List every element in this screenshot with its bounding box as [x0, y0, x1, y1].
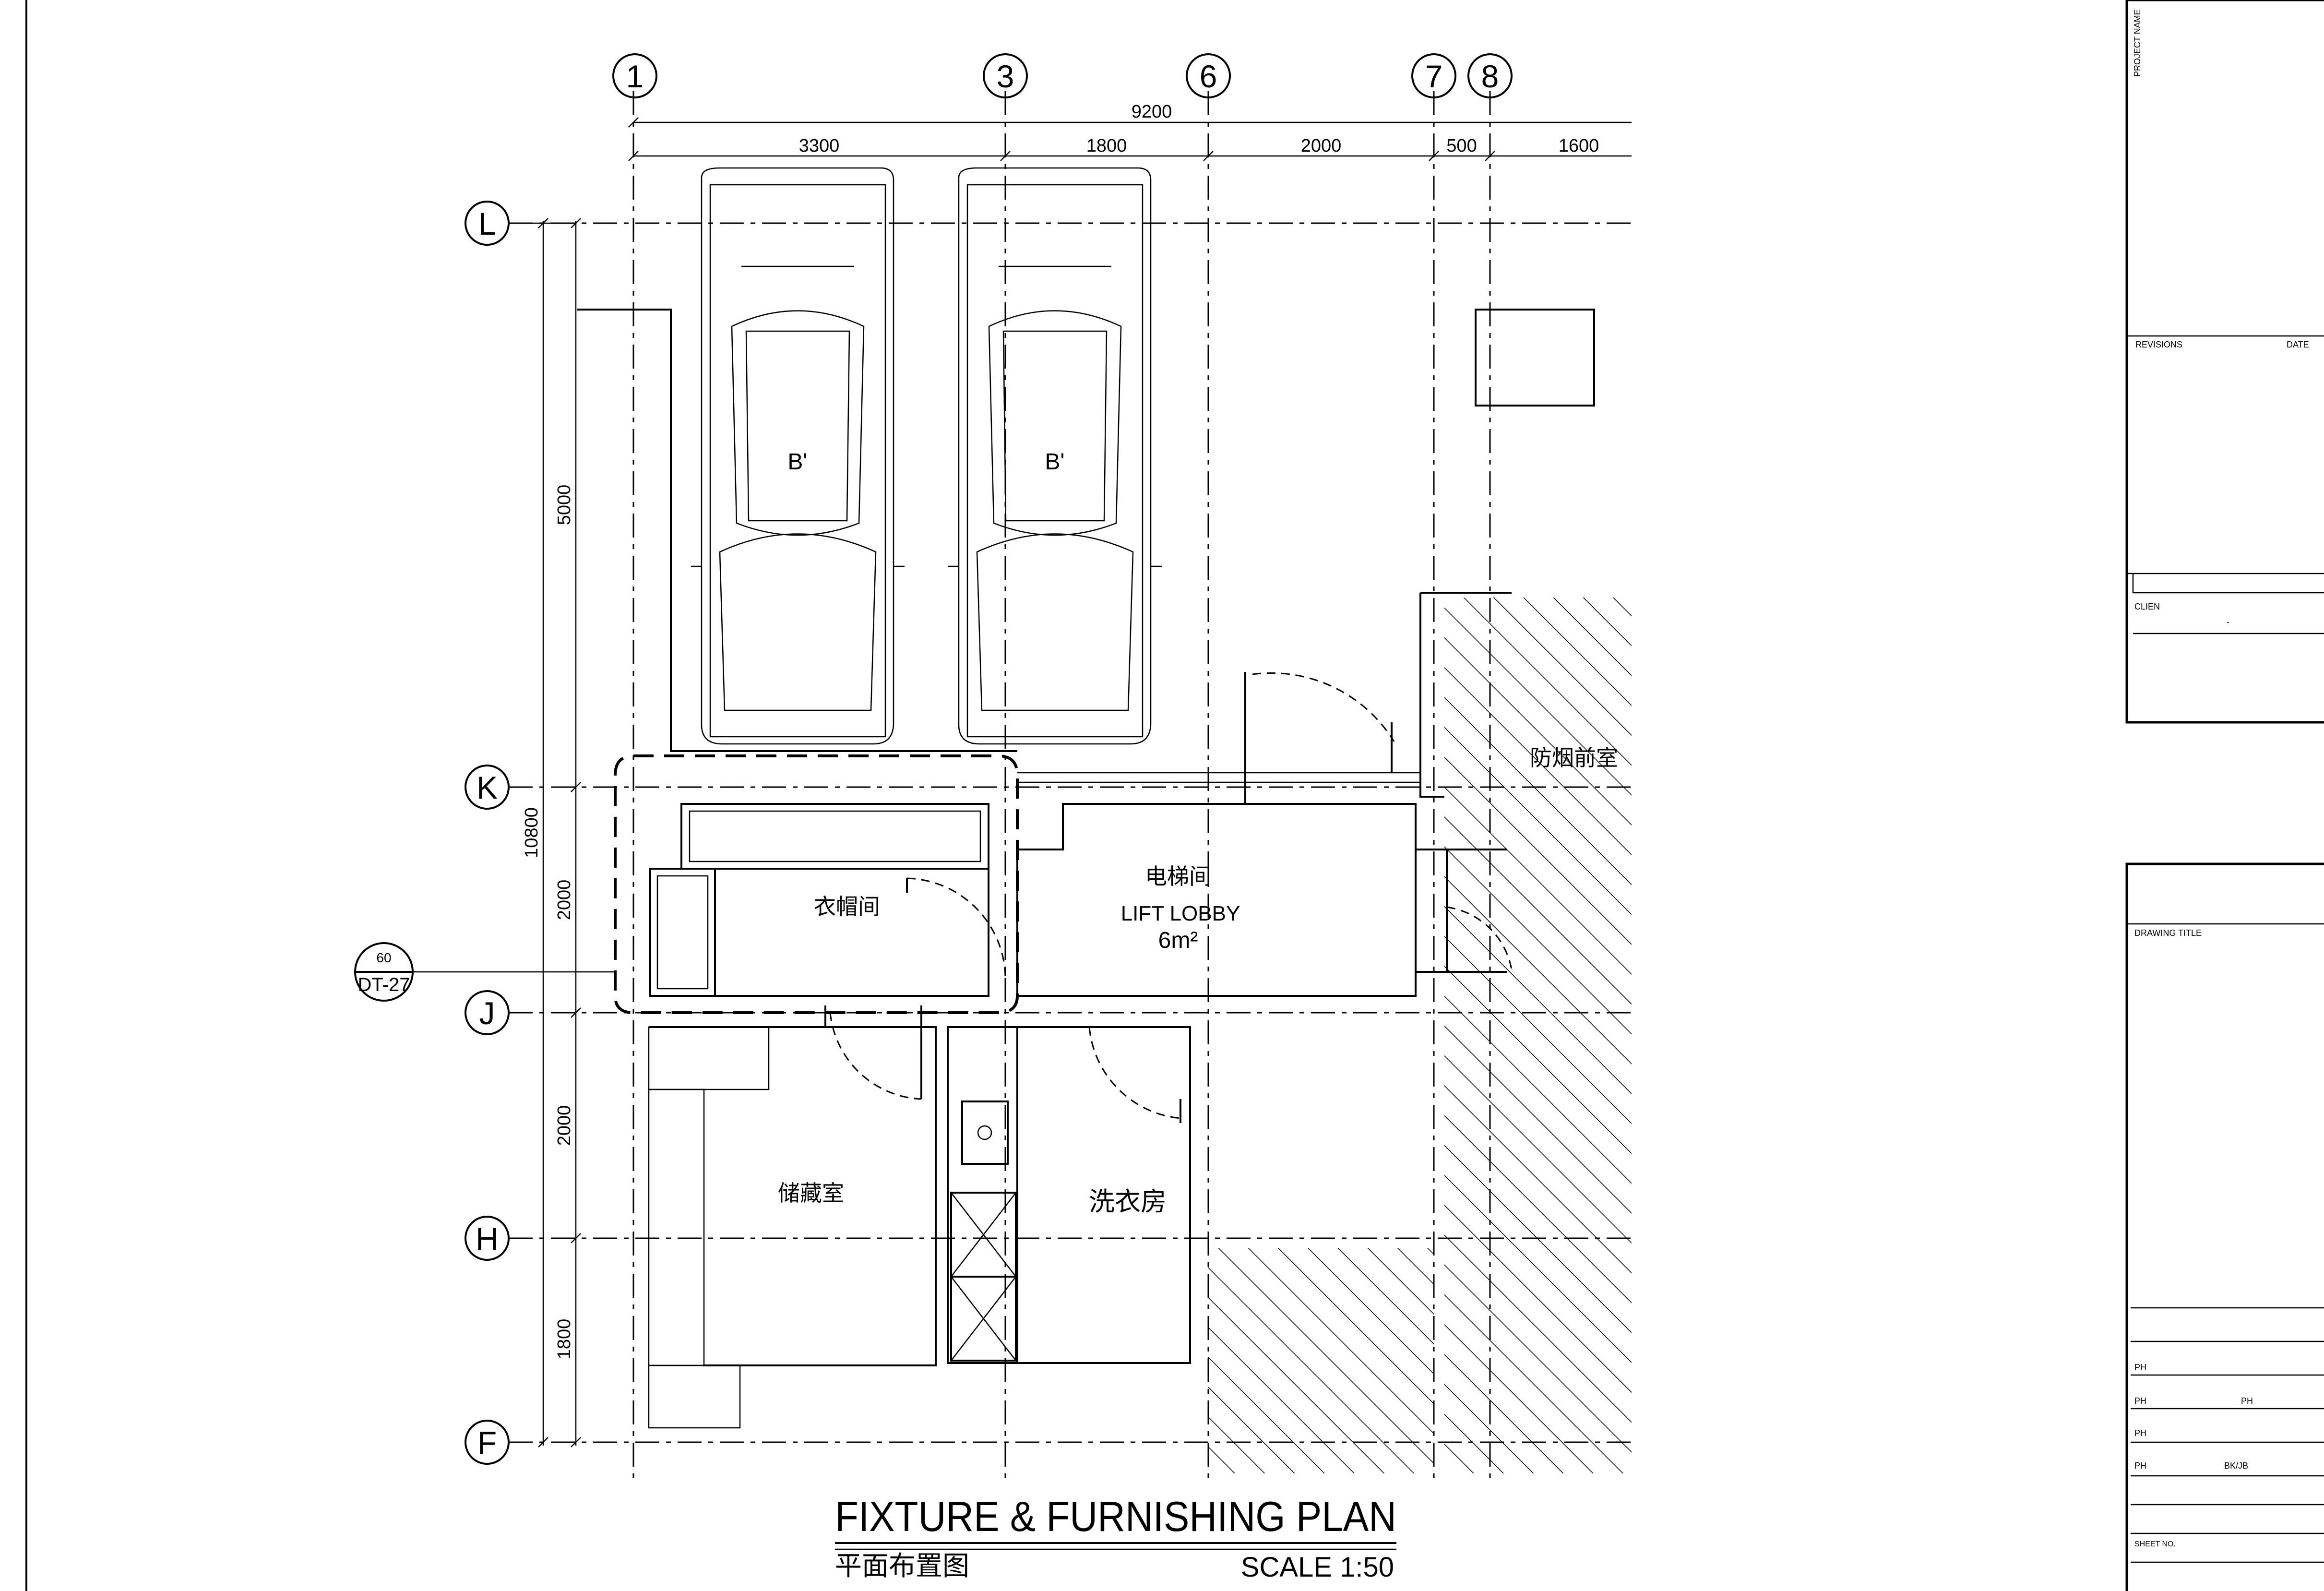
row-label-f: F	[477, 1425, 497, 1460]
lift-lobby-label-cn: 电梯间	[1145, 864, 1211, 889]
drawing-title: FIXTURE & FURNISHING PLAN 平面布置图 SCALE 1:…	[835, 1493, 1396, 1583]
hatched-zone-bottom	[1208, 1248, 1434, 1473]
parking-label-right: B'	[1045, 449, 1064, 475]
smoke-lobby-wall	[1419, 593, 1444, 798]
dim-top-3: 2000	[1301, 136, 1342, 156]
tb-project-name: PROJECT NAME	[2133, 9, 2142, 77]
detail-tag-sheet: DT-27	[358, 974, 410, 995]
row-bubbles: L K J H F	[465, 201, 576, 1465]
tb-row4-right: BK/JB	[2224, 1461, 2248, 1471]
lift-lobby	[1016, 672, 1513, 997]
tb-row4-left: PH	[2134, 1461, 2146, 1471]
tb-row2-right: PH	[2241, 1396, 2253, 1406]
tb-drawing-title: DRAWING TITLE	[2134, 928, 2202, 938]
hatched-zone-right	[1444, 598, 1632, 1473]
dim-overall-top: 9200	[1132, 102, 1172, 122]
row-label-k: K	[477, 770, 498, 805]
column-label-6: 6	[1200, 59, 1217, 94]
column-bubbles: 1 3 6 7 8	[612, 53, 1513, 98]
dim-left-4: 1800	[554, 1319, 574, 1360]
column-label-1: 1	[626, 59, 644, 94]
tb-row2-left: PH	[2134, 1396, 2146, 1406]
dim-left-1: 5000	[554, 485, 574, 526]
detail-tag-number: 60	[376, 950, 391, 965]
dim-top-2: 1800	[1086, 136, 1127, 156]
dim-overall-left: 10800	[522, 807, 542, 858]
dim-left-3: 2000	[554, 1105, 574, 1146]
cloakroom-label: 衣帽间	[814, 894, 880, 919]
row-label-h: H	[476, 1221, 499, 1256]
parking-label-left: B'	[787, 449, 807, 475]
lift-lobby-area: 6m²	[1158, 928, 1198, 953]
detail-tag: 60 DT-27	[354, 942, 615, 1002]
dim-top-4: 500	[1446, 136, 1477, 156]
storage-label: 储藏室	[778, 1181, 844, 1206]
dim-top-5: 1600	[1559, 136, 1599, 156]
column-label-7: 7	[1425, 59, 1443, 94]
column-label-8: 8	[1481, 59, 1499, 94]
smoke-lobby-label: 防烟前室	[1530, 745, 1618, 770]
column-label-3: 3	[997, 59, 1014, 94]
row-label-l: L	[478, 206, 496, 241]
title-en: FIXTURE & FURNISHING PLAN	[835, 1493, 1396, 1540]
tb-client-dash: -	[2227, 617, 2229, 627]
cloakroom	[614, 754, 1019, 1014]
tb-client: CLIEN	[2134, 602, 2160, 611]
laundry-room	[947, 1026, 1191, 1364]
tb-row3-left: PH	[2134, 1428, 2146, 1438]
tb-row1-left: PH	[2134, 1363, 2146, 1372]
car-left	[691, 167, 905, 745]
title-cn: 平面布置图	[835, 1551, 969, 1581]
title-block: PROJECT NAME REVISIONS DATE CLIEN - DRAW…	[2125, 0, 2324, 1591]
dim-top-1: 3300	[799, 136, 840, 156]
top-dimensions: 9200 3300 1800 2000 500 1600	[628, 102, 1632, 161]
row-label-j: J	[479, 995, 495, 1031]
dim-left-2: 2000	[554, 880, 574, 921]
storage-room	[648, 1005, 937, 1429]
left-dimensions: 10800 5000 2000 2000 1800	[522, 218, 581, 1447]
title-scale: SCALE 1:50	[1241, 1552, 1394, 1583]
tb-date: DATE	[2287, 340, 2309, 349]
car-right	[948, 167, 1162, 745]
laundry-label: 洗衣房	[1089, 1187, 1167, 1216]
parking-outline	[577, 309, 1595, 752]
tb-sheet-no: SHEET NO.	[2134, 1540, 2176, 1548]
lift-lobby-label-en: LIFT LOBBY	[1121, 902, 1240, 925]
tb-revisions: REVISIONS	[2135, 340, 2182, 349]
